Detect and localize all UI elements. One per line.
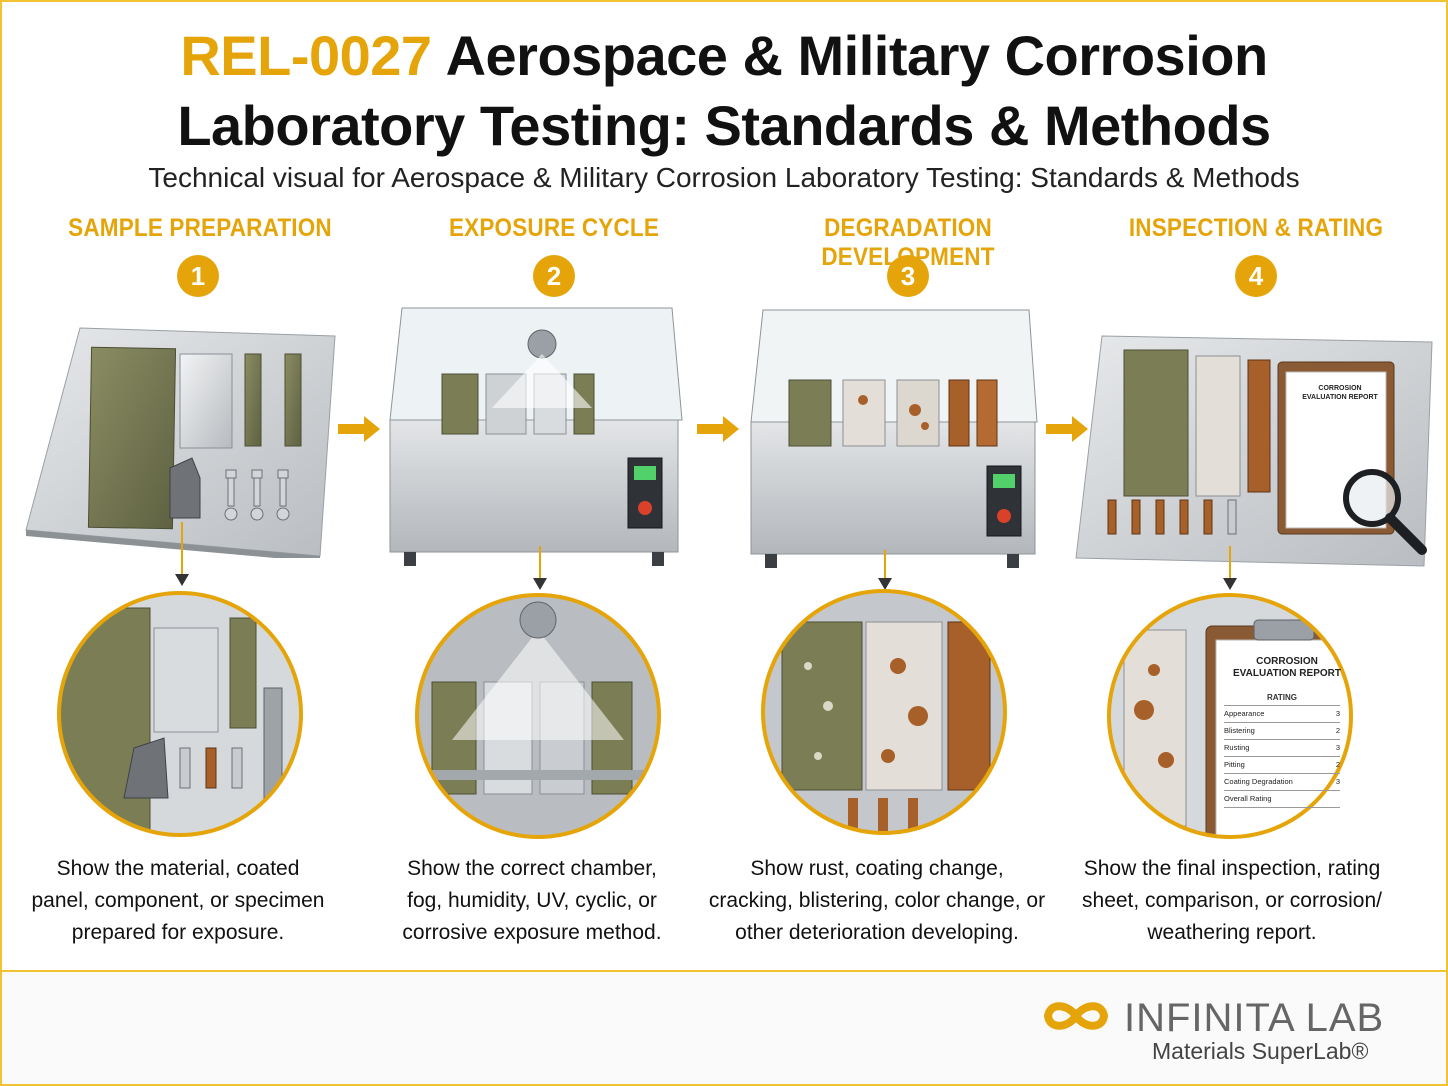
spray-nozzle: [527, 329, 557, 359]
degraded-specimens: [788, 379, 998, 447]
report-title-line1: CORROSION: [1256, 656, 1318, 667]
inspected-bare-panel: [1195, 355, 1241, 497]
inspected-coated-panel: [1123, 349, 1189, 497]
report-row-label: Blistering: [1224, 726, 1255, 735]
report-row: Overall Rating: [1224, 790, 1340, 808]
bracket-component: [169, 457, 201, 519]
report-rating-header: RATING: [1266, 693, 1298, 702]
step-1-desc-line: Show the material, coated: [56, 857, 300, 880]
brand-name: INFINITA LAB: [1124, 996, 1385, 1040]
report-title: CORROSION EVALUATION REPORT: [1222, 656, 1352, 680]
brand-tagline: Materials SuperLab®: [1152, 1038, 1369, 1064]
step-3-degradation-chamber: [750, 309, 1038, 568]
page-title-line2: Laboratory Testing: Standards & Methods: [177, 94, 1271, 157]
report-row-label: Pitting: [1224, 760, 1245, 769]
zoom-arrow-1-icon: [175, 522, 189, 586]
report-row-value: 3: [1335, 743, 1340, 752]
step-2-desc-line: corrosive exposure method.: [402, 921, 662, 944]
report-row: Pitting 2: [1224, 756, 1340, 773]
report-row-label: Coating Degradation: [1224, 777, 1293, 786]
step-2-description: Show the correct chamber, fog, humidity,…: [362, 853, 702, 949]
report-code: REL-0027: [180, 24, 432, 87]
report-row-label: Rusting: [1224, 743, 1250, 752]
step-1-specimen-tray: [25, 327, 336, 558]
footer: [2, 972, 1446, 1084]
bare-panel: [179, 353, 233, 449]
coated-strip-1: [244, 353, 262, 447]
page-subtitle: Technical visual for Aerospace & Militar…: [148, 162, 1300, 193]
report-row-label: Appearance: [1224, 709, 1265, 718]
report-row-value: 2: [1335, 726, 1340, 735]
report-table: Appearance 3 Blistering 2 Rusting 3 Pitting…: [1224, 705, 1340, 808]
report-title-small: CORROSION EVALUATION REPORT: [1300, 384, 1380, 402]
step-4-label: INSPECTION & RATING: [1128, 214, 1384, 242]
inspected-bolts: [1107, 499, 1237, 535]
report-title-small-line2: EVALUATION REPORT: [1302, 394, 1378, 401]
step-3-desc-line: Show rust, coating change,: [750, 857, 1004, 880]
brand-logo: INFINITA LAB Materials SuperLab®: [1040, 996, 1400, 1076]
step-4-badge: 4: [1235, 255, 1277, 297]
zoom-arrow-2-icon: [533, 546, 547, 590]
step-1-badge: 1: [177, 255, 219, 297]
coated-panel-large: [87, 346, 177, 530]
step-4-desc-line: sheet, comparison, or corrosion/: [1082, 889, 1382, 912]
flow-arrow-3-icon: [1046, 416, 1088, 442]
report-row: Rusting 3: [1224, 739, 1340, 756]
step-2-label: EXPOSURE CYCLE: [448, 214, 660, 242]
step-4-desc-line: weathering report.: [1147, 921, 1317, 944]
report-row: Blistering 2: [1224, 722, 1340, 739]
zoom-arrow-4-icon: [1223, 546, 1237, 590]
coated-strip-2: [284, 353, 302, 447]
step-1-label: SAMPLE PREPARATION: [68, 214, 332, 242]
magnifier-icon: [1343, 469, 1401, 527]
step-1-desc-line: panel, component, or specimen: [31, 889, 325, 912]
step-1-detail-circle: [57, 591, 303, 837]
zoom-arrow-3-icon: [878, 550, 892, 590]
step-3-badge: 3: [887, 255, 929, 297]
step-4-desc-line: Show the final inspection, rating: [1083, 857, 1381, 880]
step-2-badge: 2: [533, 255, 575, 297]
step-3-detail-circle: [761, 589, 1007, 835]
step-4-inspection-tray: [1075, 335, 1433, 567]
flow-arrow-2-icon: [697, 416, 739, 442]
step-3-desc-line: other deterioration developing.: [735, 921, 1019, 944]
step-4-description: Show the final inspection, rating sheet,…: [1062, 853, 1402, 949]
report-row-label: Overall Rating: [1224, 794, 1272, 803]
step-3-description: Show rust, coating change, cracking, bli…: [702, 853, 1052, 949]
report-title-small-line1: CORROSION: [1318, 385, 1362, 392]
step-4-detail-circle: [1107, 593, 1353, 839]
report-row: Appearance 3: [1224, 705, 1340, 722]
step-2-detail-circle: [415, 593, 661, 839]
bolt-set: [224, 469, 290, 521]
report-row-value: 3: [1335, 777, 1340, 786]
step-3-desc-line: cracking, blistering, color change, or: [708, 889, 1046, 912]
step-2-salt-spray-chamber: [389, 307, 683, 566]
step-1-desc-line: prepared for exposure.: [71, 921, 285, 944]
report-row-value: 3: [1335, 709, 1340, 718]
infinity-logo-icon: [1043, 1002, 1109, 1030]
footer-divider: [2, 970, 1446, 972]
report-row: Coating Degradation 3: [1224, 773, 1340, 790]
step-1-description: Show the material, coated panel, compone…: [8, 853, 348, 949]
inspected-rusted-strip: [1247, 359, 1271, 493]
report-title-line2: EVALUATION REPORT: [1233, 668, 1341, 679]
step-2-desc-line: Show the correct chamber,: [407, 857, 657, 880]
salt-fog: [492, 354, 592, 408]
title-text-line1: Aerospace & Military Corrosion: [445, 24, 1269, 87]
flow-arrow-1-icon: [338, 416, 380, 442]
report-row-value: 2: [1335, 760, 1340, 769]
step-2-desc-line: fog, humidity, UV, cyclic, or: [407, 889, 657, 912]
